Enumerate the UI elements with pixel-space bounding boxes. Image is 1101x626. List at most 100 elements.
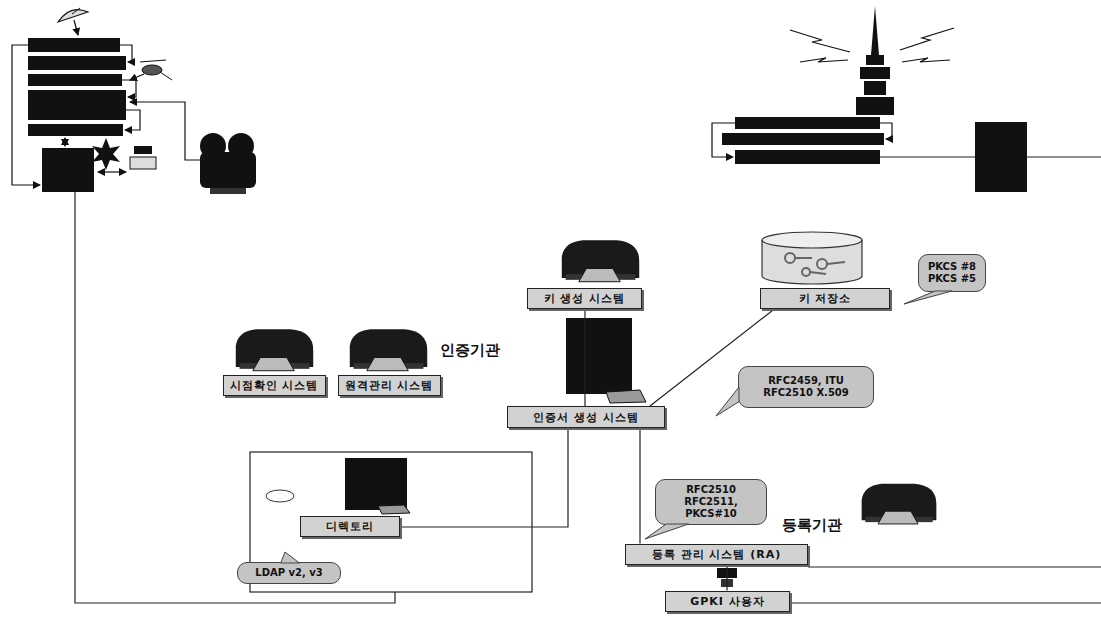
ca-server xyxy=(566,318,632,394)
server-rack xyxy=(28,124,123,136)
broadcast-tower xyxy=(871,6,879,55)
standard-callout: RFC2459, ITU RFC2510 X.509 xyxy=(738,366,874,408)
broadcast-tower xyxy=(880,123,892,139)
server-rack xyxy=(28,74,122,86)
connector-line xyxy=(584,309,585,407)
satellite-dish xyxy=(58,10,88,22)
node-text: LDAP v2, v3 xyxy=(255,567,322,579)
connector-line xyxy=(400,428,568,527)
directory-enclosure xyxy=(250,452,532,592)
broadcast-tower xyxy=(735,117,880,129)
network-wire xyxy=(790,602,1101,603)
callout-tail xyxy=(904,291,952,304)
callout-tail xyxy=(716,387,739,416)
server-rack xyxy=(130,157,156,169)
key-database xyxy=(795,257,812,259)
callout-tail xyxy=(281,552,300,563)
system-box: 디렉토리 xyxy=(300,516,400,537)
broadcast-tower xyxy=(975,122,1027,192)
ca-server xyxy=(606,390,646,403)
key-database xyxy=(762,232,862,284)
directory-server xyxy=(266,490,294,502)
camera-drum xyxy=(130,102,256,194)
standard-callout: LDAP v2, v3 xyxy=(237,562,341,584)
broadcast-tower xyxy=(900,28,954,50)
camera-drum xyxy=(210,188,246,194)
node-text: 키 생성 시스템 xyxy=(544,291,626,306)
server-rack xyxy=(98,171,126,172)
network-wire xyxy=(75,192,395,603)
broadcast-tower xyxy=(712,123,735,157)
node-text: PKCS #8 PKCS #5 xyxy=(925,261,979,285)
server-rack xyxy=(125,110,140,130)
node-text: RFC2459, ITU RFC2510 X.509 xyxy=(745,375,867,399)
helicopter xyxy=(142,65,162,75)
server-rack xyxy=(12,38,156,192)
directory-server xyxy=(345,458,407,510)
key-database xyxy=(810,272,826,274)
node-text: 디렉토리 xyxy=(326,519,374,534)
server-rack xyxy=(120,45,132,62)
helicopter xyxy=(130,60,172,80)
server-rack xyxy=(28,38,120,52)
broadcast-tower xyxy=(790,30,850,52)
camera-drum xyxy=(200,152,256,188)
broadcast-tower xyxy=(722,133,884,145)
key-database xyxy=(762,232,862,248)
node-text: GPKI 사용자 xyxy=(690,594,765,609)
connector-line xyxy=(639,428,640,544)
satellite-dish xyxy=(72,8,80,14)
system-box: 키 저장소 xyxy=(760,288,890,309)
directory-server xyxy=(266,458,410,514)
system-box: 키 생성 시스템 xyxy=(527,288,642,309)
key-database xyxy=(817,259,827,269)
server-rack xyxy=(28,90,126,120)
broadcast-tower xyxy=(866,55,884,65)
server-rack xyxy=(92,138,120,170)
standard-callout: RFC2510 RFC2511, PKCS#10 xyxy=(655,479,767,525)
connector-line xyxy=(726,565,727,591)
broadcast-tower xyxy=(880,156,975,157)
node-text: 키 저장소 xyxy=(799,291,852,306)
server-rack xyxy=(42,148,94,192)
key-database xyxy=(802,268,810,276)
server-rack xyxy=(122,80,136,97)
ca-server xyxy=(566,318,646,403)
node-text: 시점확인 시스템 xyxy=(230,378,319,393)
standard-callout: PKCS #8 PKCS #5 xyxy=(918,254,986,292)
helicopter xyxy=(160,72,172,80)
system-box: GPKI 사용자 xyxy=(665,591,790,612)
key-database xyxy=(785,253,795,263)
satellite-dish xyxy=(58,8,88,35)
system-box: 등록 관리 시스템 (RA) xyxy=(625,544,808,565)
broadcast-tower xyxy=(864,81,886,95)
organization-label: 인증기관 xyxy=(440,341,500,360)
server-rack xyxy=(64,138,65,146)
camera-drum xyxy=(130,102,200,160)
server-rack xyxy=(12,45,40,185)
satellite-dish xyxy=(74,20,78,35)
network-wire xyxy=(808,566,1101,567)
broadcast-tower xyxy=(1027,156,1101,157)
node-text: 원격관리 시스템 xyxy=(345,378,434,393)
printer-icon xyxy=(562,240,639,282)
broadcast-tower xyxy=(712,6,1101,192)
helicopter xyxy=(140,60,166,62)
callout-tail xyxy=(645,524,689,539)
node-text: 인증서 생성 시스템 xyxy=(533,410,639,425)
server-rack xyxy=(134,146,152,154)
broadcast-tower xyxy=(856,97,894,115)
node-text: RFC2510 RFC2511, PKCS#10 xyxy=(662,484,760,520)
organization-label: 등록기관 xyxy=(782,516,842,535)
printer-icon xyxy=(350,329,427,371)
printer-icon xyxy=(236,329,313,371)
node-text: 등록 관리 시스템 (RA) xyxy=(652,547,782,562)
broadcast-tower xyxy=(800,58,848,62)
system-box: 시점확인 시스템 xyxy=(223,375,326,396)
directory-server xyxy=(378,505,410,514)
server-rack xyxy=(28,56,126,70)
helicopter xyxy=(130,74,144,80)
system-box: 원격관리 시스템 xyxy=(338,375,441,396)
